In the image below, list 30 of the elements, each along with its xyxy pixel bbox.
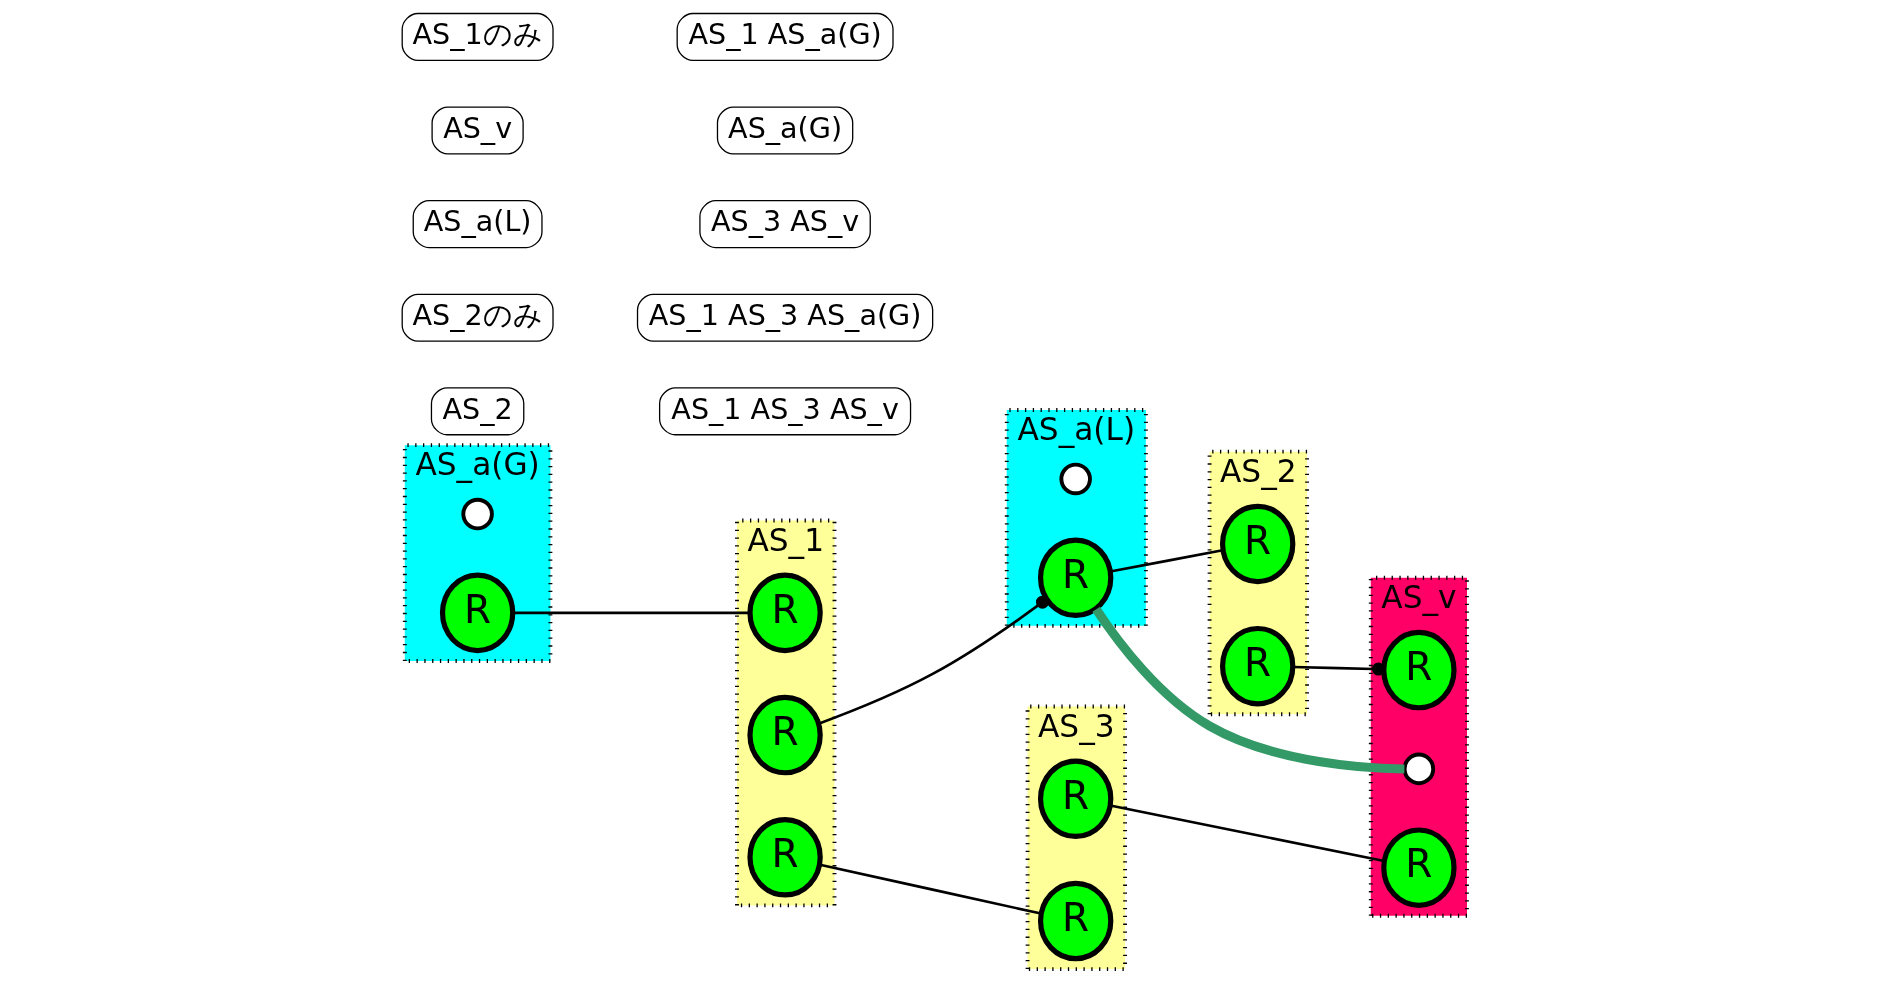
connector bbox=[819, 863, 1042, 915]
label: AS_1 AS_3 AS_a(G) bbox=[648, 298, 922, 333]
node-circle: R bbox=[747, 817, 823, 898]
label: AS_2のみ bbox=[412, 298, 543, 333]
node-circle: R bbox=[1037, 758, 1114, 840]
node-circle: R bbox=[1220, 503, 1296, 585]
connector bbox=[1092, 606, 1405, 774]
label: AS_v bbox=[443, 110, 513, 145]
label: AS_a(G) bbox=[728, 110, 843, 145]
label: AS_1 AS_a(G) bbox=[688, 17, 882, 52]
node-circle bbox=[1402, 752, 1436, 786]
label: AS_2 bbox=[442, 391, 513, 426]
connector bbox=[818, 595, 1049, 725]
connector bbox=[1110, 549, 1223, 573]
node-circle: R bbox=[747, 572, 823, 654]
node-circle: R bbox=[1220, 625, 1296, 707]
label: AS_1 AS_3 AS_v bbox=[671, 391, 899, 426]
node-circle bbox=[461, 497, 494, 531]
label: AS_a(L) bbox=[423, 204, 532, 239]
node-circle: R bbox=[1381, 827, 1457, 908]
node-circle: R bbox=[1381, 629, 1457, 711]
connector bbox=[1292, 662, 1385, 676]
node-circle: R bbox=[747, 694, 823, 776]
node-circle bbox=[1059, 462, 1092, 496]
node-circle: R bbox=[439, 572, 516, 654]
node-circle: R bbox=[1037, 880, 1114, 962]
connector bbox=[1110, 804, 1385, 863]
connector bbox=[513, 611, 750, 615]
label: AS_1のみ bbox=[412, 17, 543, 52]
label: AS_3 AS_v bbox=[710, 204, 860, 239]
